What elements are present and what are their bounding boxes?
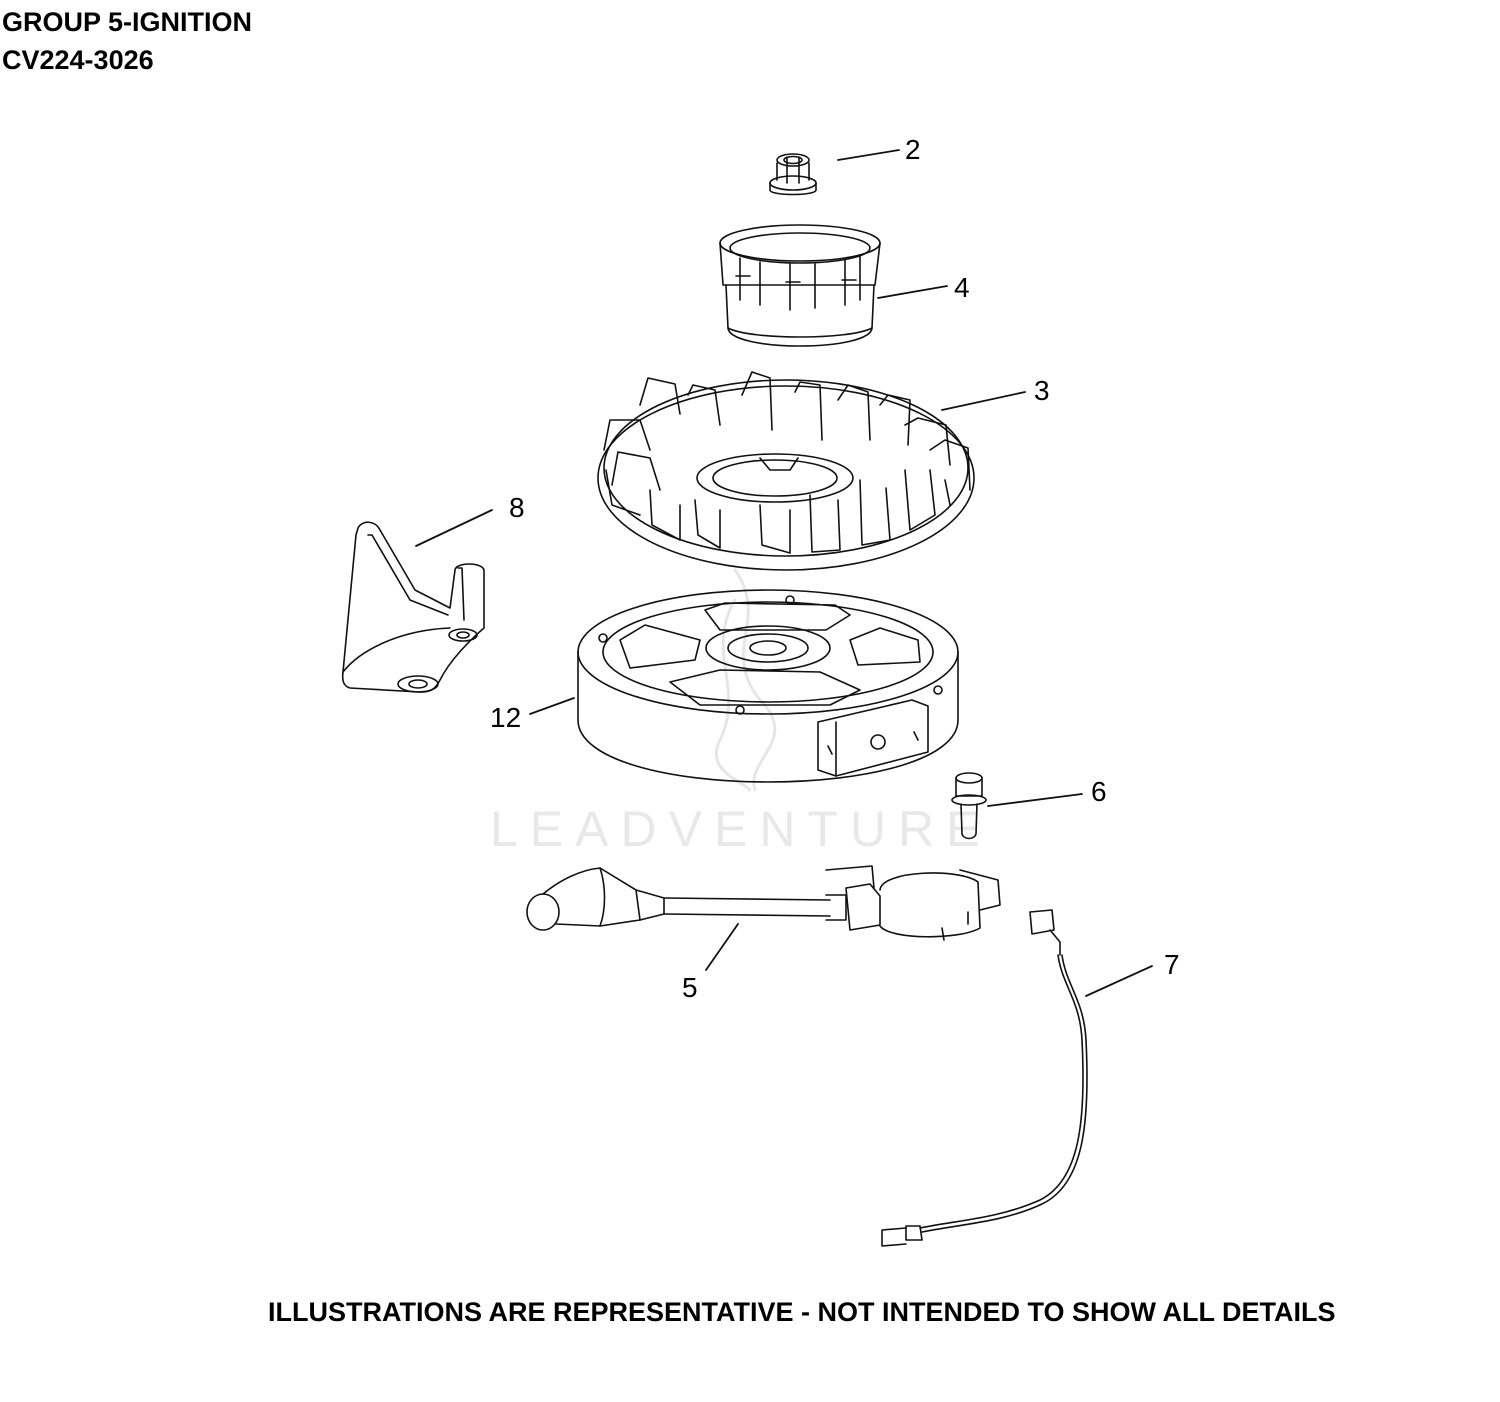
flange-screw-part <box>952 773 986 839</box>
fan-cup-part <box>720 225 880 346</box>
callout-12: 12 <box>490 702 522 733</box>
cooling-fan-part <box>598 372 974 570</box>
disclaimer-text: ILLUSTRATIONS ARE REPRESENTATIVE - NOT I… <box>268 1297 1336 1327</box>
callout-5: 5 <box>682 972 698 1003</box>
callout-4: 4 <box>954 272 970 303</box>
model-code: CV224-3026 <box>2 45 154 75</box>
flywheel-part <box>578 590 958 782</box>
watermark-text: LEADVENTURE <box>490 801 992 857</box>
ignition-module-part <box>527 866 1000 940</box>
bracket-part <box>343 522 484 692</box>
callout-3: 3 <box>1034 375 1050 406</box>
callout-6: 6 <box>1091 776 1107 807</box>
callout-2: 2 <box>905 134 921 165</box>
kill-lead-part <box>882 910 1087 1246</box>
callout-7: 7 <box>1164 949 1180 980</box>
group-title: GROUP 5-IGNITION <box>2 7 253 37</box>
leader-lines <box>416 150 1152 996</box>
callout-8: 8 <box>509 492 525 523</box>
flange-nut-part <box>770 154 816 195</box>
watermark-logo <box>716 570 774 790</box>
